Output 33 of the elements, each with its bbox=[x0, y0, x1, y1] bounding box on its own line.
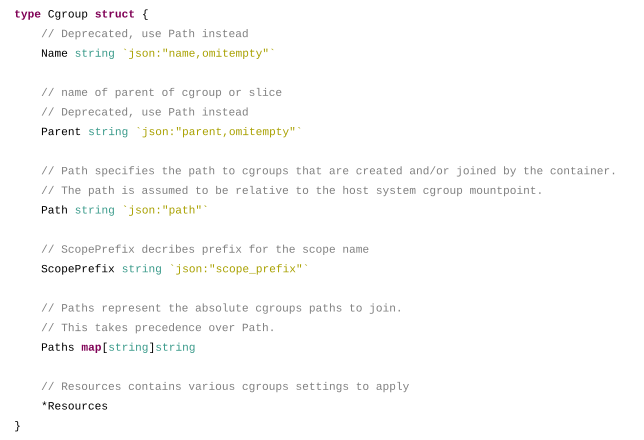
code-identifier: { bbox=[143, 9, 148, 20]
code-comment: // Deprecated, use Path instead bbox=[42, 29, 248, 40]
code-identifier: Cgroup bbox=[48, 10, 88, 20]
code-keyword: type bbox=[15, 10, 40, 20]
type-name: string bbox=[76, 205, 114, 216]
type-name: string bbox=[109, 342, 148, 353]
type-name: string bbox=[76, 48, 114, 59]
code-identifier: [ bbox=[104, 342, 107, 353]
type-name: string bbox=[89, 127, 128, 138]
code-comment: // Deprecated, use Path instead bbox=[42, 107, 248, 118]
code-comment: // This takes precedence over Path. bbox=[42, 323, 273, 334]
struct-tag: `json:"path"` bbox=[124, 205, 207, 216]
code-identifier: ScopePrefix bbox=[42, 264, 114, 275]
code-identifier: } bbox=[15, 421, 20, 432]
code-identifier: Path bbox=[42, 205, 67, 214]
type-name: string bbox=[156, 342, 195, 353]
code-comment: // Resources contains various cgroups settings to apply bbox=[42, 382, 409, 392]
code-keyword: map bbox=[82, 344, 101, 353]
struct-tag: `json:"scope_prefix"` bbox=[170, 264, 308, 275]
code-comment: // Path specifies the path to cgroups that are created and/or joined by the container. bbox=[42, 166, 614, 177]
code-comment: // Paths represent the absolute cgroups paths to join. bbox=[42, 303, 400, 314]
type-name: string bbox=[122, 264, 161, 275]
struct-tag: `json:"parent,omitempty"` bbox=[137, 127, 300, 138]
code-identifier: Paths bbox=[42, 342, 74, 351]
code-identifier: Parent bbox=[42, 128, 80, 136]
code-identifier: *Resources bbox=[42, 401, 108, 410]
struct-tag: `json:"name,omitempty"` bbox=[124, 48, 274, 59]
code-comment: // ScopePrefix decribes prefix for the scope name bbox=[42, 244, 368, 255]
code-identifier: Name bbox=[42, 49, 68, 57]
code-keyword: struct bbox=[96, 10, 134, 18]
code-comment: // The path is assumed to be relative to the host system cgroup mountpoint. bbox=[42, 186, 540, 196]
code-identifier: ] bbox=[150, 342, 154, 353]
code-comment: // name of parent of cgroup or slice bbox=[42, 88, 282, 98]
